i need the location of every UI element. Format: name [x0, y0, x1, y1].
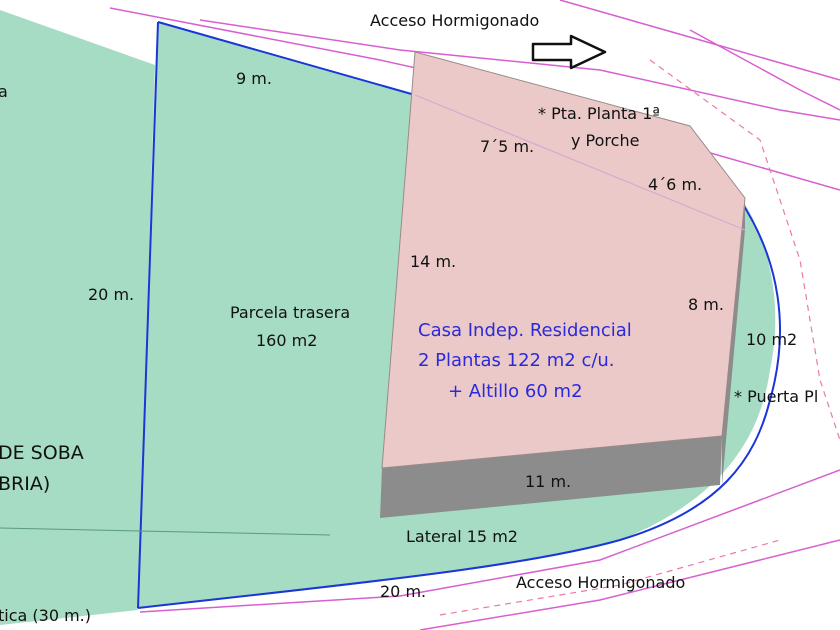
direction-arrow-icon [531, 34, 607, 70]
left-parcel-divider [0, 527, 331, 536]
house-desc-line1: Casa Indep. Residencial [418, 320, 632, 341]
door-right-label: * Puerta Pl [734, 387, 818, 406]
dim-house-left: 14 m. [410, 252, 456, 271]
house-desc-line2: 2 Plantas 122 m2 c/u. [418, 350, 615, 371]
road-line-top-2 [199, 19, 840, 121]
house-shadow-bottom [380, 436, 722, 518]
dim-house-bottom: 11 m. [525, 472, 571, 491]
road-line-bottom-2 [419, 539, 840, 630]
entrance-note-line1: * Pta. Planta 1ª [538, 104, 660, 123]
access-top-label: Acceso Hormigonado [370, 11, 539, 30]
left-fragment-a: a [0, 82, 8, 101]
boundary-left [137, 21, 159, 609]
house-desc-line3: + Altillo 60 m2 [448, 381, 583, 402]
road-line-bottom-dash [439, 539, 781, 616]
access-bottom-label: Acceso Hormigonado [516, 573, 685, 592]
dim-house-top: 7´5 m. [480, 137, 534, 156]
dim-house-diag: 4´6 m. [648, 175, 702, 194]
entrance-note-line2: y Porche [571, 131, 639, 150]
dim-left-boundary: 20 m. [88, 285, 134, 304]
house-footprint [381, 51, 746, 469]
road-line-right-2 [689, 29, 840, 111]
left-parcel [0, 10, 155, 625]
left-fragment-bottom: tica (30 m.) [0, 606, 91, 625]
boundary-right [137, 199, 781, 609]
area-right-label: 10 m2 [746, 330, 797, 349]
road-line-right-dash [649, 59, 840, 441]
left-fragment-soba: DE SOBA [0, 442, 84, 464]
rear-parcel-name: Parcela trasera [230, 303, 350, 322]
rear-parcel-area: 160 m2 [256, 331, 317, 350]
side-area-label: Lateral 15 m2 [406, 527, 518, 546]
house-roof-line [414, 94, 746, 231]
house-shadow-right [722, 198, 745, 485]
road-line-top-3 [559, 0, 840, 81]
road-line-bottom-1 [139, 469, 840, 613]
dim-house-right: 8 m. [688, 295, 724, 314]
dim-top-left-parcel: 9 m. [236, 69, 272, 88]
dim-bottom-boundary: 20 m. [380, 582, 426, 601]
left-fragment-cantabria: BRIA) [0, 473, 50, 495]
